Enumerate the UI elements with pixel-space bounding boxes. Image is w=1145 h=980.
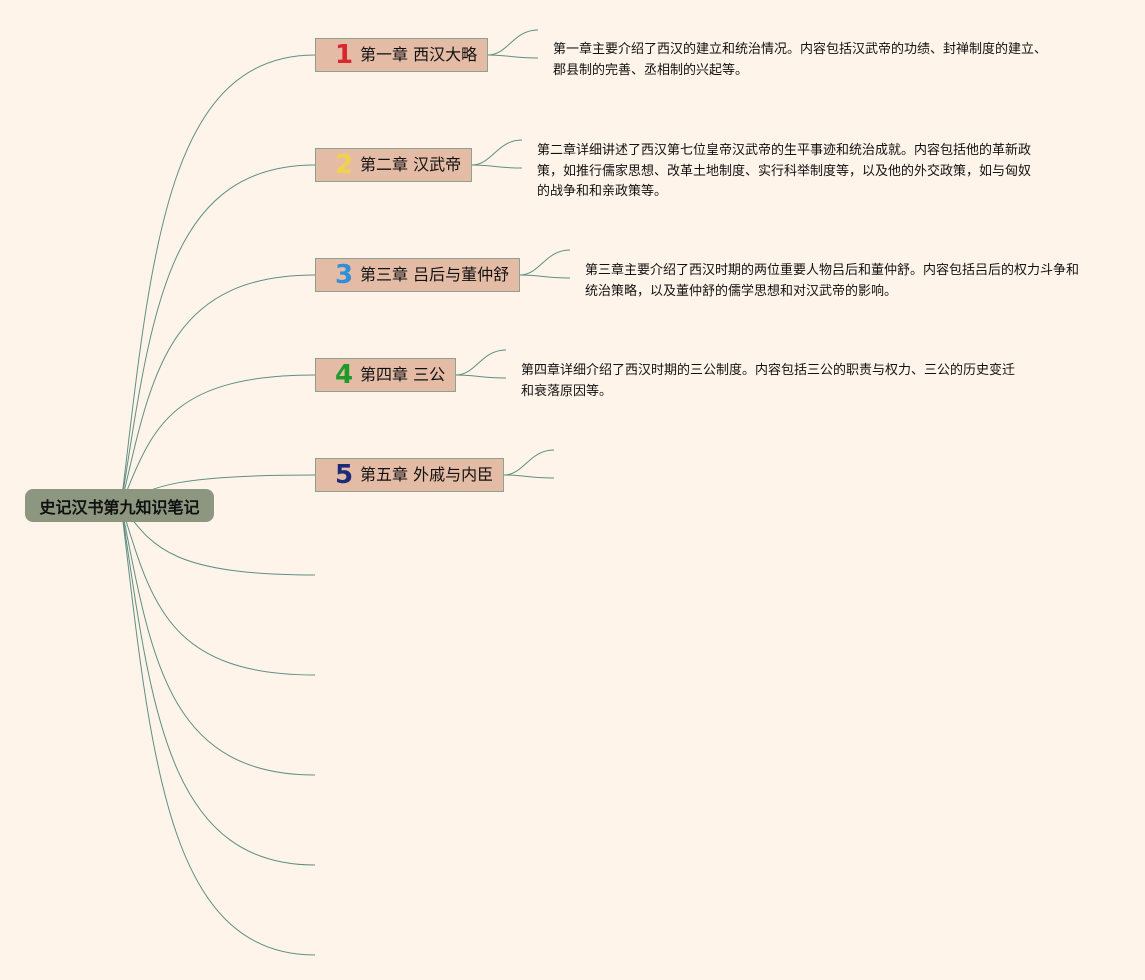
detail-connector-lower-5 — [503, 474, 555, 479]
chapter-2-description: 第二章详细讲述了西汉第七位皇帝汉武帝的生平事迹和统治成就。内容包括他的革新政策，… — [537, 143, 1032, 199]
detail-connector-lower-3 — [519, 274, 571, 279]
branch-line-3 — [120, 274, 316, 506]
topic-chapter-4[interactable]: 4 第四章 三公 — [315, 358, 456, 392]
detail-connector-upper-4 — [455, 349, 507, 376]
detail-connector-upper-3 — [519, 249, 571, 276]
branch-line-1 — [120, 54, 316, 506]
branch-line-4 — [120, 374, 316, 506]
number-1-icon: 1 — [334, 40, 354, 70]
topic-chapter-5[interactable]: 5 第五章 外戚与内臣 — [315, 458, 504, 492]
topic-chapter-3[interactable]: 3 第三章 吕后与董仲舒 — [315, 258, 520, 292]
topic-chapter-5-label: 第五章 外戚与内臣 — [360, 465, 494, 484]
branch-line-8 — [120, 504, 316, 776]
branch-line-9 — [120, 504, 316, 866]
number-5-icon: 5 — [334, 460, 354, 490]
detail-connector-lower-4 — [455, 374, 507, 379]
topic-chapter-3-label: 第三章 吕后与董仲舒 — [360, 265, 510, 284]
topic-chapter-4-label: 第四章 三公 — [360, 365, 446, 384]
topic-chapter-2[interactable]: 2 第二章 汉武帝 — [315, 148, 472, 182]
detail-connector-upper-2 — [471, 139, 523, 166]
topic-chapter-2-label: 第二章 汉武帝 — [360, 155, 462, 174]
chapter-4-description: 第四章详细介绍了西汉时期的三公制度。内容包括三公的职责与权力、三公的历史变迁和衰… — [521, 363, 1016, 399]
branch-line-10 — [120, 504, 316, 956]
root-topic[interactable]: 史记汉书第九知识笔记 — [25, 489, 214, 522]
branch-line-2 — [120, 164, 316, 506]
chapter-1-description: 第一章主要介绍了西汉的建立和统治情况。内容包括汉武帝的功绩、封禅制度的建立、郡县… — [553, 42, 1048, 78]
detail-connector-upper-5 — [503, 449, 555, 476]
detail-connector-lower-1 — [487, 54, 539, 59]
detail-connector-lower-2 — [471, 164, 523, 169]
number-4-icon: 4 — [334, 360, 354, 390]
topic-chapter-1[interactable]: 1 第一章 西汉大略 — [315, 38, 488, 72]
chapter-3-description: 第三章主要介绍了西汉时期的两位重要人物吕后和董仲舒。内容包括吕后的权力斗争和统治… — [585, 263, 1080, 299]
number-3-icon: 3 — [334, 260, 354, 290]
branch-line-7 — [120, 504, 316, 676]
detail-connector-upper-1 — [487, 29, 539, 56]
root-topic-label: 史记汉书第九知识笔记 — [39, 497, 200, 517]
number-2-icon: 2 — [334, 150, 354, 180]
topic-chapter-1-label: 第一章 西汉大略 — [360, 45, 478, 64]
